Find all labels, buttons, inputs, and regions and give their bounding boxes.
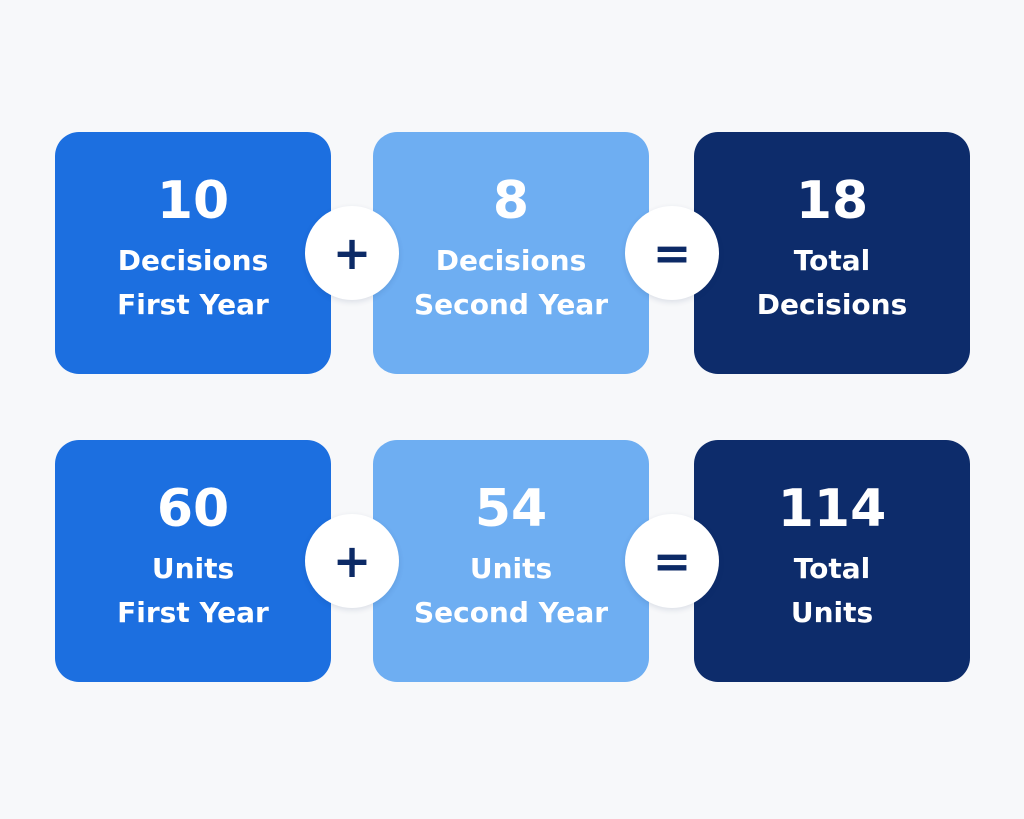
card-label: Units Second Year [414,547,608,635]
plus-icon: + [305,206,399,300]
first-year-units-card: 60 Units First Year [55,440,331,682]
decisions-equation-row: 10 Decisions First Year + 8 Decisions Se… [55,132,970,374]
second-year-decisions-card: 8 Decisions Second Year [373,132,649,374]
total-decisions-card: 18 Total Decisions [694,132,970,374]
card-value: 54 [474,479,548,539]
second-year-units-card: 54 Units Second Year [373,440,649,682]
card-label-line: Units [151,552,235,585]
card-label: Total Decisions [757,239,908,327]
card-value: 60 [156,479,230,539]
card-value: 8 [492,171,530,231]
equals-icon: = [625,514,719,608]
card-label: Decisions Second Year [414,239,608,327]
card-label: Decisions First Year [117,239,269,327]
card-label-line: Units [469,552,553,585]
card-label-line: Decisions [435,244,587,277]
plus-icon: + [305,514,399,608]
units-equation-row: 60 Units First Year + 54 Units Second Ye… [55,440,970,682]
card-label: Units First Year [117,547,269,635]
card-label-line: First Year [117,596,269,629]
card-label-line: Decisions [117,244,269,277]
equals-icon: = [625,206,719,300]
card-label-line: Units [790,596,874,629]
card-label-line: Total [793,552,871,585]
card-value: 10 [156,171,230,231]
card-label-line: Decisions [756,288,908,321]
card-label-line: Second Year [413,288,609,321]
card-value: 18 [795,171,869,231]
card-value: 114 [777,479,887,539]
card-label-line: Total [793,244,871,277]
total-units-card: 114 Total Units [694,440,970,682]
card-label-line: Second Year [413,596,609,629]
card-label-line: First Year [117,288,269,321]
first-year-decisions-card: 10 Decisions First Year [55,132,331,374]
card-label: Total Units [791,547,873,635]
